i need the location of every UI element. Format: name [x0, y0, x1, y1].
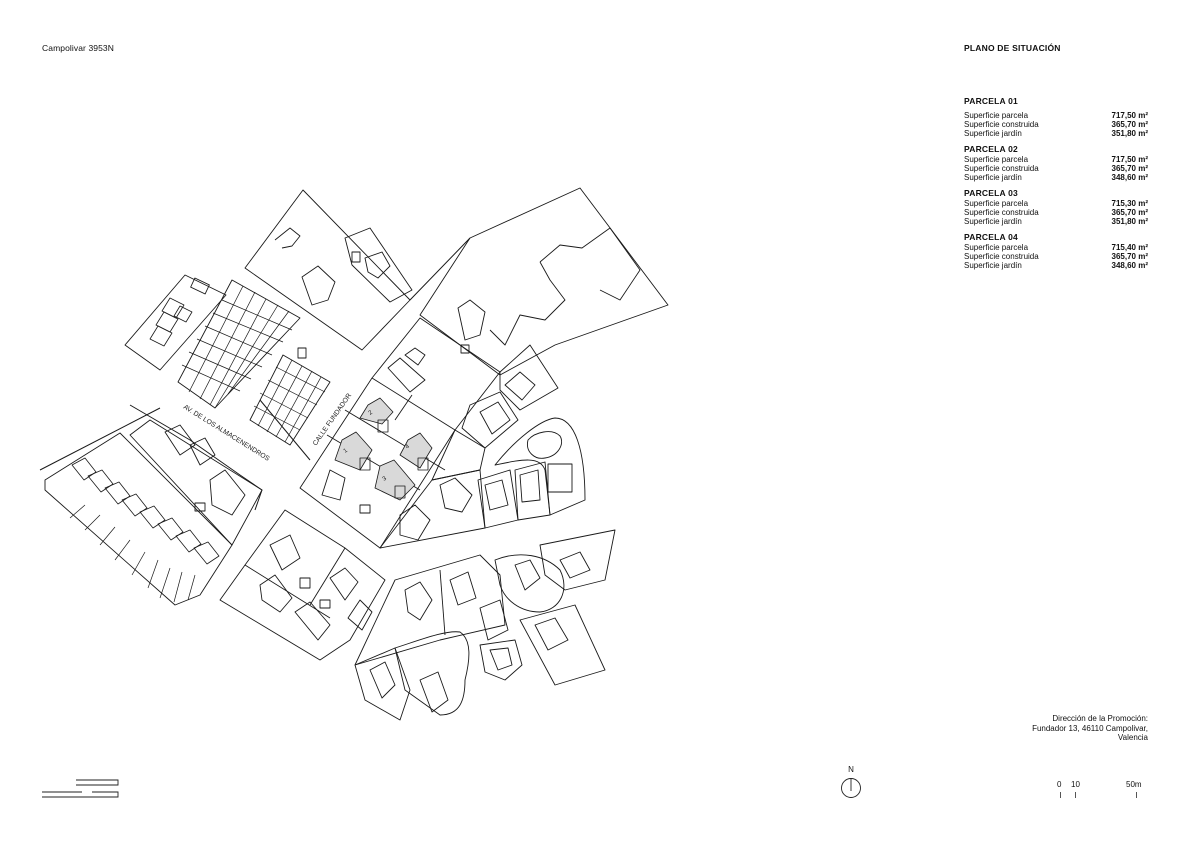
north-indicator: N [838, 765, 864, 801]
parcel-row: Superficie construida 365,70 m² [964, 164, 1148, 173]
brand-logo-icon [42, 779, 119, 798]
parcel-row: Superficie parcela 715,40 m² [964, 243, 1148, 252]
scale-tick-10: 10 [1071, 780, 1080, 789]
parcel-row: Superficie jardín 348,60 m² [964, 173, 1148, 182]
address-line-3: Valencia [1117, 733, 1148, 742]
parcel-row: Superficie construida 365,70 m² [964, 252, 1148, 261]
parcel-row: Superficie jardín 351,80 m² [964, 217, 1148, 226]
promotion-address: Dirección de la Promoción: Fundador 13, … [1032, 714, 1148, 743]
terraced-block-north [124, 274, 301, 409]
parcel-01: PARCELA 01 Superficie parcela 717,50 m² S… [964, 96, 1148, 138]
address-line-2: Fundador 13, 46110 Campolivar, [1032, 723, 1148, 733]
terraced-block-middle [249, 347, 331, 446]
parcel-row: Superficie parcela 717,50 m² [964, 111, 1148, 120]
row-label: Superficie construida [964, 252, 1039, 261]
row-label: Superficie parcela [964, 111, 1029, 120]
row-value: 365,70 m² [1111, 164, 1148, 173]
plan-title: PLANO DE SITUACIÓN [964, 43, 1061, 53]
parcel-03: PARCELA 03 Superficie parcela 715,30 m² S… [964, 188, 1148, 226]
highlighted-plots [334, 397, 433, 501]
north-label: N [848, 765, 854, 774]
terraced-block-southwest [44, 419, 263, 606]
plot-4 [399, 432, 433, 469]
parcel-name: PARCELA 01 [964, 96, 1018, 106]
villa-block-south [219, 509, 386, 661]
row-value: 717,50 m² [1111, 111, 1148, 120]
row-value: 348,60 m² [1111, 173, 1148, 182]
row-label: Superficie jardín [964, 173, 1022, 182]
plot-number-1: 1 [343, 447, 350, 454]
row-label: Superficie construida [964, 120, 1039, 129]
parcel-table: PARCELA 01 Superficie parcela 717,50 m² S… [964, 96, 1148, 276]
plot-number-4: 4 [405, 443, 412, 450]
row-value: 715,30 m² [1111, 199, 1148, 208]
parcel-row: Superficie construida 365,70 m² [964, 120, 1148, 129]
parcel-04: PARCELA 04 Superficie parcela 715,40 m² S… [964, 232, 1148, 270]
row-label: Superficie jardín [964, 129, 1022, 138]
parcel-name: PARCELA 03 [964, 188, 1018, 198]
row-label: Superficie jardín [964, 261, 1022, 270]
parcel-row: Superficie parcela 715,30 m² [964, 199, 1148, 208]
villa-block-cul-de-sac [494, 417, 586, 516]
scale-tick-0: 0 [1057, 780, 1062, 789]
promotion-block: 2 4 1 3 [299, 317, 501, 549]
row-label: Superficie construida [964, 164, 1039, 173]
row-value: 351,80 m² [1111, 129, 1148, 138]
row-value: 348,60 m² [1111, 261, 1148, 270]
parcel-row: Superficie construida 365,70 m² [964, 208, 1148, 217]
parcel-row: Superficie jardín 348,60 m² [964, 261, 1148, 270]
parcel-name: PARCELA 02 [964, 144, 1018, 154]
address-line-1: Dirección de la Promoción: [1052, 714, 1148, 723]
parcel-row: Superficie parcela 717,50 m² [964, 155, 1148, 164]
row-label: Superficie construida [964, 208, 1039, 217]
plot-number-2: 2 [368, 409, 375, 416]
plot-number-3: 3 [382, 475, 389, 482]
row-label: Superficie jardín [964, 217, 1022, 226]
scale-tick-50: 50m [1126, 780, 1142, 789]
street-label-avenue: AV. DE LOS ALMACENENDROS [182, 404, 271, 463]
villa-block-north [244, 189, 413, 351]
plot-2 [359, 397, 394, 425]
row-value: 365,70 m² [1111, 120, 1148, 129]
row-value: 717,50 m² [1111, 155, 1148, 164]
row-value: 365,70 m² [1111, 252, 1148, 261]
plot-1 [334, 431, 373, 471]
row-label: Superficie parcela [964, 243, 1029, 252]
villa-block-southeast [354, 529, 616, 721]
row-value: 365,70 m² [1111, 208, 1148, 217]
scale-bar: 0 10 50m [1052, 780, 1152, 804]
row-label: Superficie parcela [964, 199, 1029, 208]
project-name: Campolivar 3953N [42, 43, 114, 53]
parcel-02: PARCELA 02 Superficie parcela 717,50 m² S… [964, 144, 1148, 182]
villa-block-northeast [419, 187, 669, 376]
north-arrow-icon [841, 778, 861, 798]
row-value: 351,80 m² [1111, 217, 1148, 226]
street-network [39, 237, 471, 511]
row-value: 715,40 m² [1111, 243, 1148, 252]
parcel-name: PARCELA 04 [964, 232, 1018, 242]
row-label: Superficie parcela [964, 155, 1029, 164]
parcel-row: Superficie jardín 351,80 m² [964, 129, 1148, 138]
